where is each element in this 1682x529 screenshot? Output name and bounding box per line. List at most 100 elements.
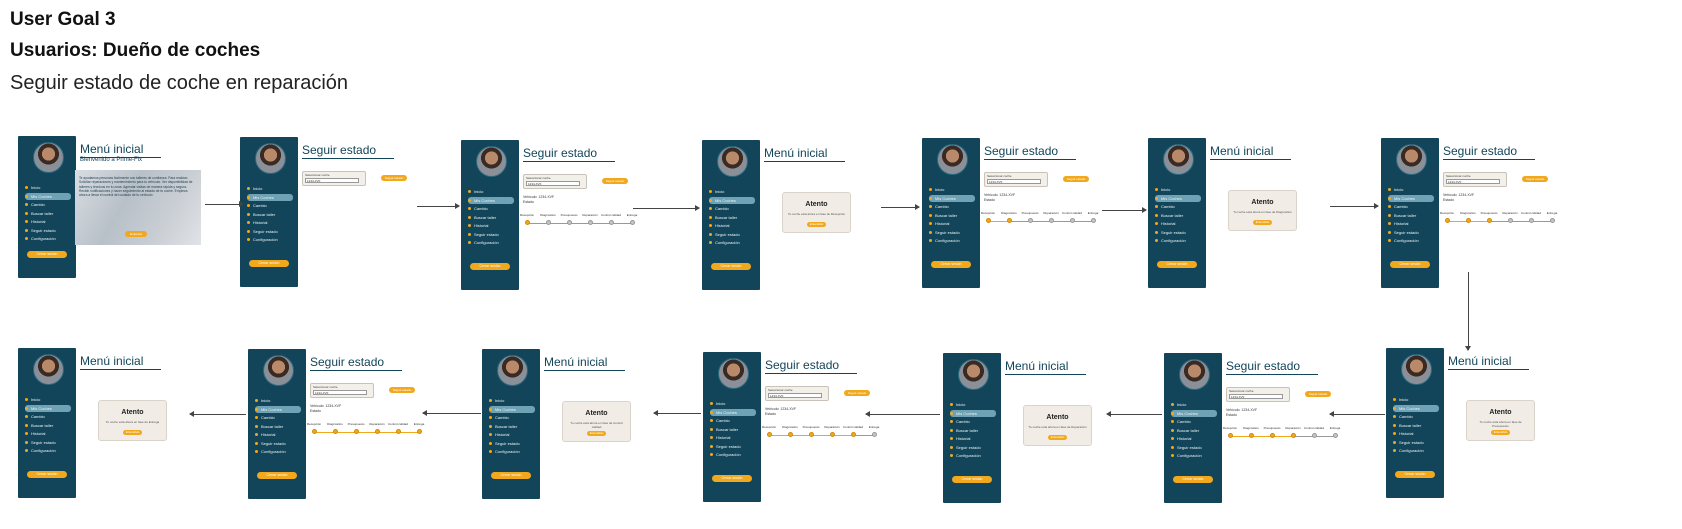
sidebar-item[interactable]: Cambio	[950, 418, 996, 425]
sidebar-item[interactable]: Mis Coches	[25, 404, 71, 412]
sidebar-item[interactable]: Historial	[709, 222, 755, 229]
sidebar-item[interactable]: Seguir estado	[25, 227, 71, 234]
sidebar-item[interactable]: Historial	[247, 219, 293, 226]
logout-button[interactable]: Cerrar sesión	[952, 476, 992, 483]
sidebar-item[interactable]: Cambio	[1155, 203, 1201, 210]
start-button[interactable]: Empezar	[125, 231, 147, 237]
sidebar-item[interactable]: Configuración	[468, 239, 514, 246]
sidebar-item[interactable]: Inicio	[1388, 186, 1434, 193]
sidebar-item[interactable]: Historial	[468, 222, 514, 229]
sidebar-item[interactable]: Mis Coches	[489, 405, 535, 413]
sidebar-item[interactable]: Seguir estado	[1393, 439, 1439, 446]
dialog-ok-button[interactable]: Entendido	[1253, 220, 1272, 225]
sidebar-item[interactable]: Historial	[1171, 435, 1217, 442]
sidebar-item[interactable]: Buscar taller	[1171, 427, 1217, 434]
dialog-ok-button[interactable]: Entendido	[1048, 435, 1067, 440]
sidebar-item[interactable]: Configuración	[1388, 237, 1434, 244]
sidebar-item[interactable]: Configuración	[709, 239, 755, 246]
sidebar-item[interactable]: Buscar taller	[1155, 212, 1201, 219]
sidebar-item[interactable]: Inicio	[950, 401, 996, 408]
sidebar-item[interactable]: Cambio	[25, 201, 71, 208]
sidebar-item[interactable]: Buscar taller	[468, 214, 514, 221]
logout-button[interactable]: Cerrar sesión	[27, 251, 67, 258]
sidebar-item[interactable]: Buscar taller	[1388, 212, 1434, 219]
seguir-estado-button[interactable]: Seguir estado	[1522, 176, 1548, 182]
car-select[interactable]: 1234-XVF	[1446, 179, 1500, 184]
sidebar-item[interactable]: Mis Coches	[950, 409, 996, 417]
dialog-ok-button[interactable]: Entendido	[587, 431, 606, 436]
sidebar-item[interactable]: Historial	[1393, 430, 1439, 437]
sidebar-item[interactable]: Seguir estado	[950, 444, 996, 451]
sidebar-item[interactable]: Configuración	[1171, 452, 1217, 459]
sidebar-item[interactable]: Inicio	[255, 397, 301, 404]
logout-button[interactable]: Cerrar sesión	[491, 472, 531, 479]
sidebar-item[interactable]: Inicio	[25, 184, 71, 191]
car-select[interactable]: 1234-XVF	[305, 178, 359, 183]
sidebar-item[interactable]: Inicio	[929, 186, 975, 193]
sidebar-item[interactable]: Inicio	[468, 188, 514, 195]
sidebar-item[interactable]: Configuración	[710, 451, 756, 458]
sidebar-item[interactable]: Inicio	[709, 188, 755, 195]
logout-button[interactable]: Cerrar sesión	[1395, 471, 1435, 478]
sidebar-item[interactable]: Inicio	[489, 397, 535, 404]
sidebar-item[interactable]: Historial	[950, 435, 996, 442]
sidebar-item[interactable]: Buscar taller	[25, 210, 71, 217]
sidebar-item[interactable]: Cambio	[710, 417, 756, 424]
sidebar-item[interactable]: Cambio	[247, 202, 293, 209]
sidebar-item[interactable]: Historial	[1388, 220, 1434, 227]
sidebar-item[interactable]: Historial	[710, 434, 756, 441]
sidebar-item[interactable]: Cambio	[1393, 413, 1439, 420]
logout-button[interactable]: Cerrar sesión	[712, 475, 752, 482]
logout-button[interactable]: Cerrar sesión	[1390, 261, 1430, 268]
seguir-estado-button[interactable]: Seguir estado	[381, 175, 407, 181]
sidebar-item[interactable]: Inicio	[710, 400, 756, 407]
sidebar-item[interactable]: Inicio	[1171, 401, 1217, 408]
sidebar-item[interactable]: Configuración	[25, 447, 71, 454]
sidebar-item[interactable]: Historial	[255, 431, 301, 438]
sidebar-item[interactable]: Cambio	[1388, 203, 1434, 210]
sidebar-item[interactable]: Seguir estado	[255, 440, 301, 447]
sidebar-item[interactable]: Mis Coches	[710, 408, 756, 416]
seguir-estado-button[interactable]: Seguir estado	[1063, 176, 1089, 182]
logout-button[interactable]: Cerrar sesión	[27, 471, 67, 478]
sidebar-item[interactable]: Seguir estado	[247, 228, 293, 235]
sidebar-item[interactable]: Mis Coches	[25, 192, 71, 200]
sidebar-item[interactable]: Mis Coches	[929, 194, 975, 202]
sidebar-item[interactable]: Mis Coches	[468, 196, 514, 204]
sidebar-item[interactable]: Seguir estado	[468, 231, 514, 238]
seguir-estado-button[interactable]: Seguir estado	[389, 387, 415, 393]
sidebar-item[interactable]: Seguir estado	[1388, 229, 1434, 236]
seguir-estado-button[interactable]: Seguir estado	[844, 390, 870, 396]
seguir-estado-button[interactable]: Seguir estado	[602, 178, 628, 184]
logout-button[interactable]: Cerrar sesión	[711, 263, 751, 270]
sidebar-item[interactable]: Configuración	[1155, 237, 1201, 244]
sidebar-item[interactable]: Configuración	[255, 448, 301, 455]
sidebar-item[interactable]: Cambio	[1171, 418, 1217, 425]
logout-button[interactable]: Cerrar sesión	[249, 260, 289, 267]
sidebar-item[interactable]: Seguir estado	[710, 443, 756, 450]
dialog-ok-button[interactable]: Entendido	[807, 222, 826, 227]
sidebar-item[interactable]: Cambio	[489, 414, 535, 421]
sidebar-item[interactable]: Cambio	[709, 205, 755, 212]
sidebar-item[interactable]: Cambio	[468, 205, 514, 212]
sidebar-item[interactable]: Inicio	[1155, 186, 1201, 193]
sidebar-item[interactable]: Mis Coches	[709, 196, 755, 204]
sidebar-item[interactable]: Cambio	[25, 413, 71, 420]
sidebar-item[interactable]: Inicio	[25, 396, 71, 403]
sidebar-item[interactable]: Configuración	[1393, 447, 1439, 454]
sidebar-item[interactable]: Historial	[929, 220, 975, 227]
sidebar-item[interactable]: Seguir estado	[929, 229, 975, 236]
sidebar-item[interactable]: Buscar taller	[1393, 422, 1439, 429]
sidebar-item[interactable]: Seguir estado	[709, 231, 755, 238]
sidebar-item[interactable]: Buscar taller	[709, 214, 755, 221]
sidebar-item[interactable]: Configuración	[25, 235, 71, 242]
sidebar-item[interactable]: Mis Coches	[255, 405, 301, 413]
sidebar-item[interactable]: Mis Coches	[1388, 194, 1434, 202]
sidebar-item[interactable]: Buscar taller	[710, 426, 756, 433]
sidebar-item[interactable]: Historial	[25, 218, 71, 225]
sidebar-item[interactable]: Buscar taller	[25, 422, 71, 429]
car-select[interactable]: 1234-XVF	[526, 181, 580, 186]
sidebar-item[interactable]: Mis Coches	[247, 193, 293, 201]
logout-button[interactable]: Cerrar sesión	[931, 261, 971, 268]
sidebar-item[interactable]: Configuración	[929, 237, 975, 244]
